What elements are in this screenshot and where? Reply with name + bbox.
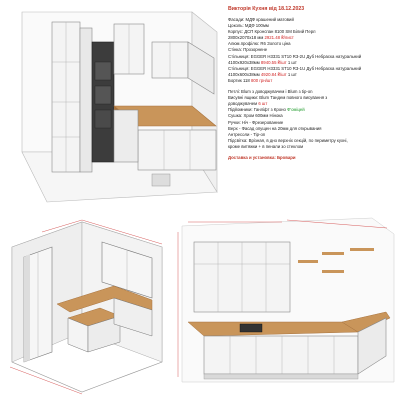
spec-text: Антресоли - Tip-on bbox=[228, 131, 266, 137]
spec-line: Петлі: Blum з доводжувачем і Blum з tip-… bbox=[228, 89, 398, 95]
spec-text: Цоколь: МДФ 100мм bbox=[228, 23, 269, 29]
spec-text: 4100х920х38мм bbox=[228, 59, 261, 65]
spec-line: Фасади: МДФ крашений матовий bbox=[228, 17, 398, 23]
spec-line: Підйомники: Ганліфт з Кроно Ф'оміцей bbox=[228, 107, 398, 113]
spec-notes: Викторія Кухня від 18.12.2023 Фасади: МД… bbox=[228, 6, 398, 161]
spec-line: кроме витяжки + в пенали зо стеклом bbox=[228, 144, 398, 150]
spec-text: Верх - Фасад опущен на 20мм для открыван… bbox=[228, 125, 322, 131]
spec-text: 8940.55 ₴/шт bbox=[260, 59, 287, 65]
spec-line: Стільниця: EGGER H3331 ST10 R3-2U Дуб Не… bbox=[228, 54, 398, 60]
spec-text: Підсвітка: Врізная, в дно верхніх секцій… bbox=[228, 137, 348, 143]
spec-text: 6 шт bbox=[258, 101, 268, 107]
spec-line: Підсвітка: Врізная, в дно верхніх секцій… bbox=[228, 138, 398, 144]
dimension-lines bbox=[177, 219, 388, 377]
spec-line: 4100х600х38мм 4920.84 ₴/шт 1 шт bbox=[228, 72, 398, 78]
spec-line: Стільниця: EGGER H3331 ST10 R3-1U Дуб Не… bbox=[228, 66, 398, 72]
spec-line: Цоколь: МДФ 100мм bbox=[228, 23, 398, 29]
kitchen-front-elevation bbox=[177, 217, 395, 383]
spec-text: Петлі: Blum з доводжувачем і Blum з tip-… bbox=[228, 89, 313, 95]
spec-text: 2800х2070х18 мм bbox=[228, 35, 265, 41]
spec-text: Ручки: Ніч - Фрезерованние bbox=[228, 119, 284, 125]
spec-text: Стільниця: EGGER H3331 ST10 R3-1U Дуб Не… bbox=[228, 65, 362, 71]
appliance-tower bbox=[91, 41, 115, 163]
spec-text: Підйомники: Ганліфт з Кроно bbox=[228, 107, 288, 113]
spec-text: Стінка: Прозорнене bbox=[228, 47, 268, 53]
spec-line: доводжувачем 6 шт bbox=[228, 101, 398, 107]
base-cabinets bbox=[113, 109, 217, 171]
spec-text: Алюм.профілю: R6 Золото ціна bbox=[228, 41, 291, 47]
spec-line: Сушка: Хром 600мм Нінока bbox=[228, 113, 398, 119]
spec-text: 1 шт bbox=[286, 59, 297, 65]
spec-line: Висувні ящики: Blum Тандем повного висув… bbox=[228, 95, 398, 101]
spec-line: Корпус: ДСП Кронспан 8100 SM Білий Перл bbox=[228, 29, 398, 35]
spec-text: 2921.48 ₴/лист bbox=[264, 35, 294, 41]
spec-text: Стільниця: EGGER H3331 ST10 R3-2U Дуб Не… bbox=[228, 53, 362, 59]
iso-worktop bbox=[56, 285, 153, 353]
spec-line: Стінка: Прозорнене bbox=[228, 47, 398, 53]
spec-text: 4920.84 ₴/шт bbox=[260, 71, 287, 77]
spec-text: Висувні ящики: Blum Тандем повного висув… bbox=[228, 95, 328, 101]
spec-line: 4100х920х38мм 8940.55 ₴/шт 1 шт bbox=[228, 60, 398, 66]
front-worktop bbox=[187, 311, 391, 337]
front-upper-cabinets bbox=[193, 241, 291, 313]
upper-cabinets bbox=[113, 23, 215, 95]
iso-tall-cabinets bbox=[23, 246, 53, 363]
open-shelves bbox=[298, 248, 374, 273]
kitchen-corner-3d-view bbox=[21, 11, 218, 203]
spec-line: Антресоли - Tip-on bbox=[228, 132, 398, 138]
spec-line: Ручки: Ніч - Фрезерованние bbox=[228, 120, 398, 126]
spec-text: кроме витяжки + в пенали зо стеклом bbox=[228, 143, 304, 149]
spec-line: Алюм.профілю: R6 Золото ціна bbox=[228, 41, 398, 47]
spec-text: Бортик 118 bbox=[228, 77, 251, 83]
spec-text: Корпус: ДСП Кронспан 8100 SM Білий Перл bbox=[228, 29, 316, 35]
spec-text: 800 грн/шт bbox=[251, 77, 273, 83]
spec-text: Сушка: Хром 600мм Нінока bbox=[228, 113, 283, 119]
spec-text: Фасади: МДФ крашений матовий bbox=[228, 17, 294, 22]
spec-line: Доставка и установка: Бровари bbox=[228, 155, 398, 161]
cooktop bbox=[239, 323, 263, 333]
spec-text: доводжувачем bbox=[228, 101, 259, 107]
project-title: Викторія Кухня від 18.12.2023 bbox=[228, 6, 305, 12]
spec-line: Бортик 118 800 грн/шт bbox=[228, 78, 398, 84]
spec-line: 2800х2070х18 мм 2921.48 ₴/лист bbox=[228, 35, 398, 41]
spec-text: Ф'оміцей bbox=[287, 107, 305, 113]
spec-text: 4100х600х38мм bbox=[228, 71, 261, 77]
iso-upper-cabinets bbox=[101, 241, 153, 299]
spec-line: Верх - Фасад опущен на 20мм для открыван… bbox=[228, 126, 398, 132]
spec-text: 1 шт bbox=[286, 71, 297, 77]
front-base-cabinets bbox=[203, 317, 387, 375]
spec-text: Доставка и установка: Бровари bbox=[228, 154, 296, 160]
kitchen-isometric-plan bbox=[9, 219, 163, 395]
tall-pantry-cabinets bbox=[51, 21, 93, 173]
